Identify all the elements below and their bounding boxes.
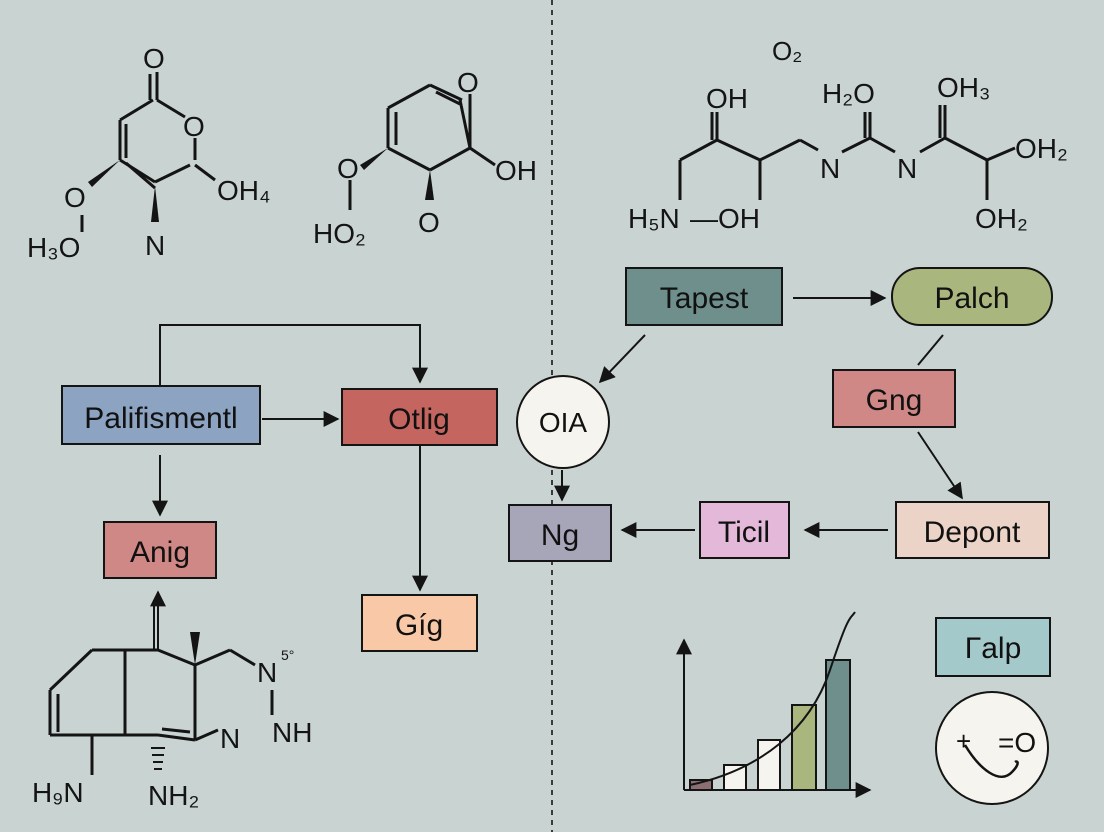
node-oia-label: OIA [539, 407, 588, 438]
node-ralp-label: Γalp [965, 632, 1022, 665]
flow-connectors-right [554, 290, 963, 538]
badge-curve [963, 744, 1019, 778]
atom-label: N [897, 153, 917, 184]
badge-circle [935, 691, 1049, 805]
atom-label: OH [495, 155, 537, 186]
node-palifismentl[interactable] [61, 385, 261, 445]
atom-label: OH₃ [937, 72, 990, 103]
wedge-bond [151, 186, 159, 222]
atom-label: OH₂ [975, 203, 1028, 234]
chart-bar [757, 739, 781, 791]
atom-label: O₂ [772, 36, 802, 66]
mini-chart [676, 611, 872, 798]
wedge-bond [88, 160, 120, 187]
node-anig[interactable] [103, 521, 217, 579]
atom-label: NH [272, 717, 312, 748]
node-ng[interactable] [508, 504, 612, 562]
node-ralp[interactable] [935, 617, 1051, 677]
node-tapest-label: Tapest [660, 282, 749, 315]
atom-label: N [145, 230, 165, 261]
node-tapest[interactable] [625, 267, 783, 326]
atom-label: H₉N [32, 777, 84, 808]
atom-label: H₅N [628, 203, 680, 234]
molecule-bottom-left [48, 648, 274, 775]
chart-curve [689, 611, 856, 786]
node-palch-label: Palch [934, 282, 1009, 315]
atom-label: N [220, 723, 240, 754]
node-otlig[interactable] [341, 388, 498, 446]
molecule-top-left [80, 72, 216, 232]
atom-label: OH [706, 83, 748, 114]
node-depont[interactable] [895, 501, 1050, 559]
atom-label: O [337, 153, 359, 184]
chart-bar [825, 659, 851, 791]
node-ticil[interactable] [699, 501, 790, 559]
node-depont-label: Depont [924, 516, 1021, 549]
node-oia[interactable] [516, 375, 610, 469]
atom-label: N [257, 657, 277, 688]
atom-label: O [183, 111, 205, 142]
atom-label: O [457, 67, 479, 98]
node-gig-label: Gíg [395, 609, 443, 642]
molecule-top-right [678, 105, 1016, 200]
flow-connectors-left [150, 324, 428, 650]
atom-label: O [143, 43, 165, 74]
node-otlig-label: Otlig [388, 403, 450, 436]
node-palch[interactable] [891, 267, 1053, 326]
node-gng[interactable] [832, 369, 956, 428]
node-palifismentl-label: Palifismentl [84, 402, 237, 435]
chart-bar [723, 764, 747, 791]
wedge-bond [360, 148, 388, 170]
node-ticil-label: Ticil [718, 516, 770, 549]
atom-label: HO₂ [313, 218, 366, 249]
atom-label: OH₂ [1015, 133, 1068, 164]
node-anig-label: Anig [130, 536, 190, 569]
node-gig[interactable] [361, 594, 478, 652]
atom-label: 5° [281, 647, 294, 663]
badge-eq: =O [998, 727, 1036, 758]
wedge-bond [190, 632, 200, 665]
atom-label: OH₄ [217, 175, 270, 206]
atom-label: —OH [690, 203, 760, 234]
hash-bond [151, 747, 165, 770]
atom-label: O [64, 182, 86, 213]
atom-label: H₃O [27, 232, 80, 263]
node-ng-label: Ng [541, 519, 579, 552]
molecule-top-middle [348, 83, 496, 210]
atom-label: O [418, 207, 440, 238]
atom-label: N [820, 153, 840, 184]
atom-label: NH₂ [148, 780, 199, 811]
node-gng-label: Gng [866, 384, 923, 417]
wedge-bond [425, 170, 434, 200]
atom-label: H₂O [822, 78, 875, 109]
